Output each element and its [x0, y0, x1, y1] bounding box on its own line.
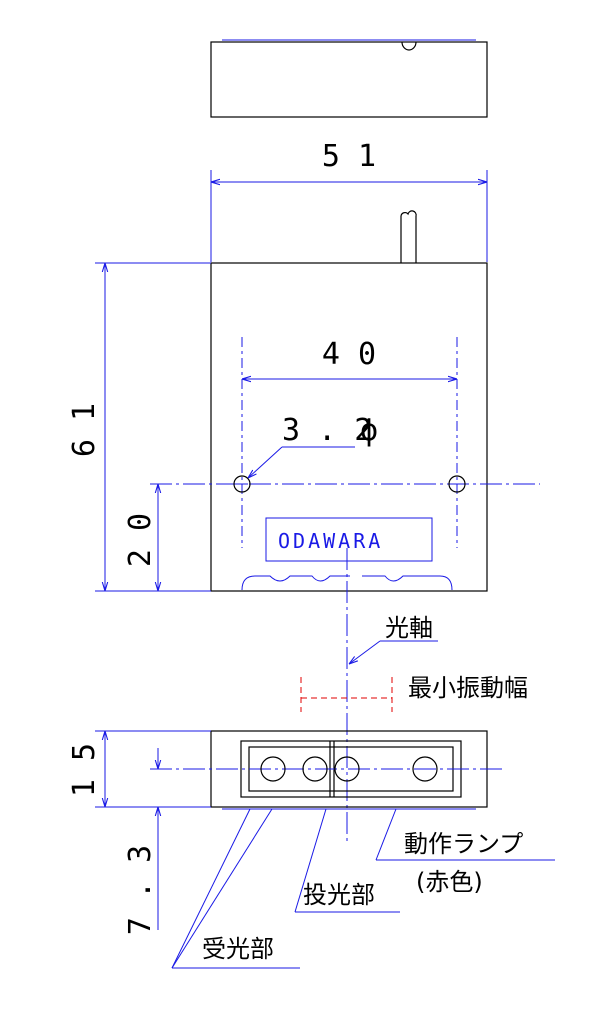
top-view	[210, 39, 488, 118]
mounting-holes: 4 0 3 . 2 ϕ	[150, 337, 540, 548]
axis-offset-text: 7 . 3	[123, 845, 158, 935]
width-dimension-text: 5 1	[322, 139, 376, 174]
optical-axis: 光軸	[346, 548, 438, 845]
operation-lamp-label: 動作ランプ	[404, 830, 523, 858]
mounting-hole-right	[448, 475, 466, 493]
emitter-callout: 投光部	[294, 808, 400, 913]
hole-height-dimension: 2 0	[123, 484, 211, 592]
depth-dimension-text: 1 5	[67, 743, 102, 797]
width-dimension: 5 1	[210, 139, 488, 262]
hole-diameter-text: 3 . 2	[282, 413, 372, 448]
mounting-hole-left	[233, 475, 251, 493]
receiver-callout: 受光部	[171, 808, 300, 969]
hole-diameter-symbol: ϕ	[360, 413, 378, 448]
receiver-lens-left	[260, 756, 286, 782]
min-amplitude-mark: 最小振動幅	[300, 674, 528, 712]
emitter-lens	[334, 756, 360, 782]
cable-icon	[400, 210, 417, 217]
receiver-label: 受光部	[202, 935, 274, 963]
operation-lamp-color-label: (赤色)	[416, 868, 483, 896]
depth-dimension: 1 5	[67, 730, 211, 808]
emitter-label: 投光部	[303, 881, 375, 909]
min-amplitude-label: 最小振動幅	[408, 674, 528, 702]
front-view-bottom-edge	[241, 575, 453, 591]
hole-height-text: 2 0	[123, 513, 158, 567]
height-dimension-text: 6 1	[67, 403, 102, 457]
brand-plate	[265, 517, 433, 562]
optical-axis-label: 光軸	[385, 614, 433, 642]
front-view: ODAWARA	[210, 210, 488, 592]
brand-label: ODAWARA	[278, 529, 383, 553]
height-dimension: 6 1	[67, 262, 211, 592]
operation-lamp	[412, 756, 438, 782]
hole-pitch-text: 4 0	[322, 337, 376, 372]
top-view-notch	[401, 41, 417, 51]
bottom-view	[150, 730, 505, 810]
operation-lamp-callout: 動作ランプ (赤色)	[375, 808, 555, 896]
axis-offset-dimension: 7 . 3	[123, 748, 158, 935]
receiver-lens-right	[302, 756, 328, 782]
